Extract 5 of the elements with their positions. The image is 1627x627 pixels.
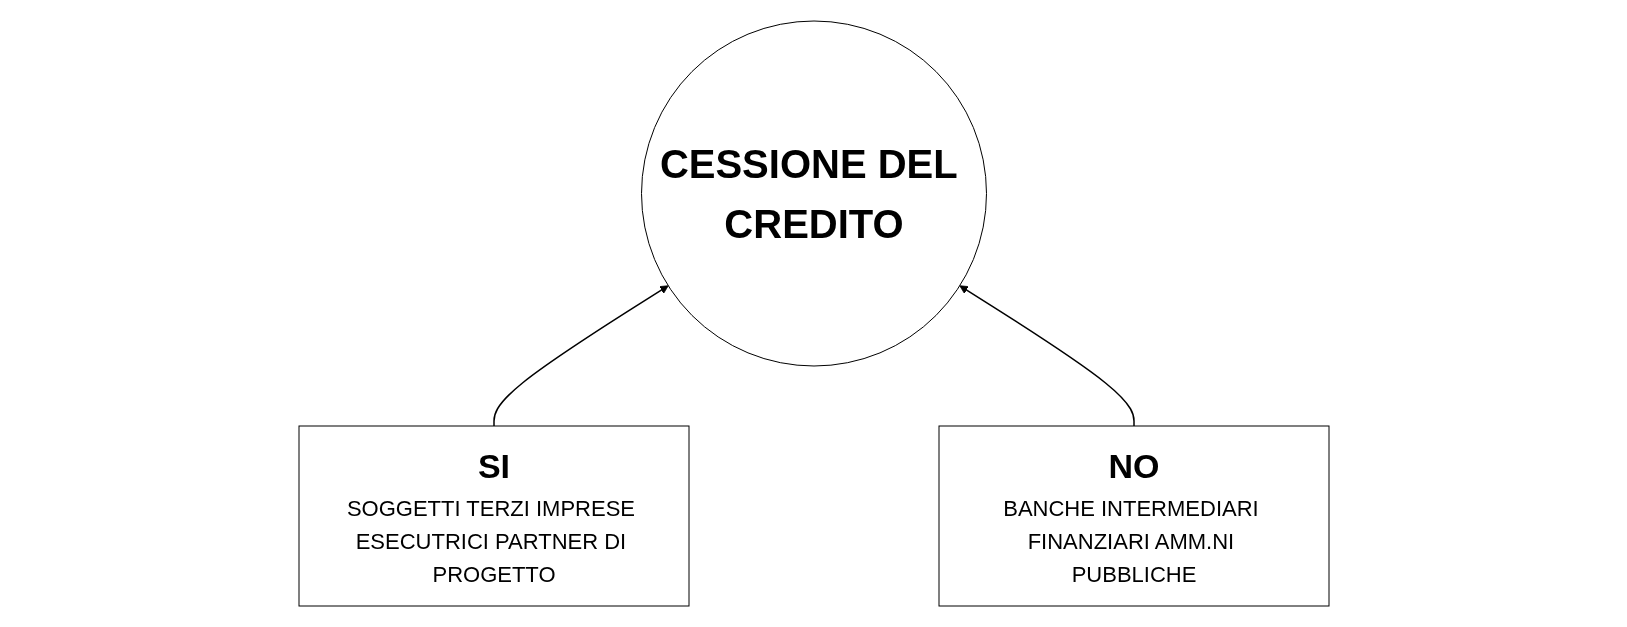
node-circle: CESSIONE DEL CREDITO xyxy=(640,20,987,367)
node-box: SI SOGGETTI TERZI IMPRESE ESECUTRICI PARTNER DI PROGETTO xyxy=(298,425,689,607)
arrow xyxy=(492,285,669,427)
node-box: NO BANCHE INTERMEDIARI FINANZIARI AMM.NI PUBBLICHE xyxy=(938,425,1329,607)
arrow xyxy=(958,285,1135,427)
